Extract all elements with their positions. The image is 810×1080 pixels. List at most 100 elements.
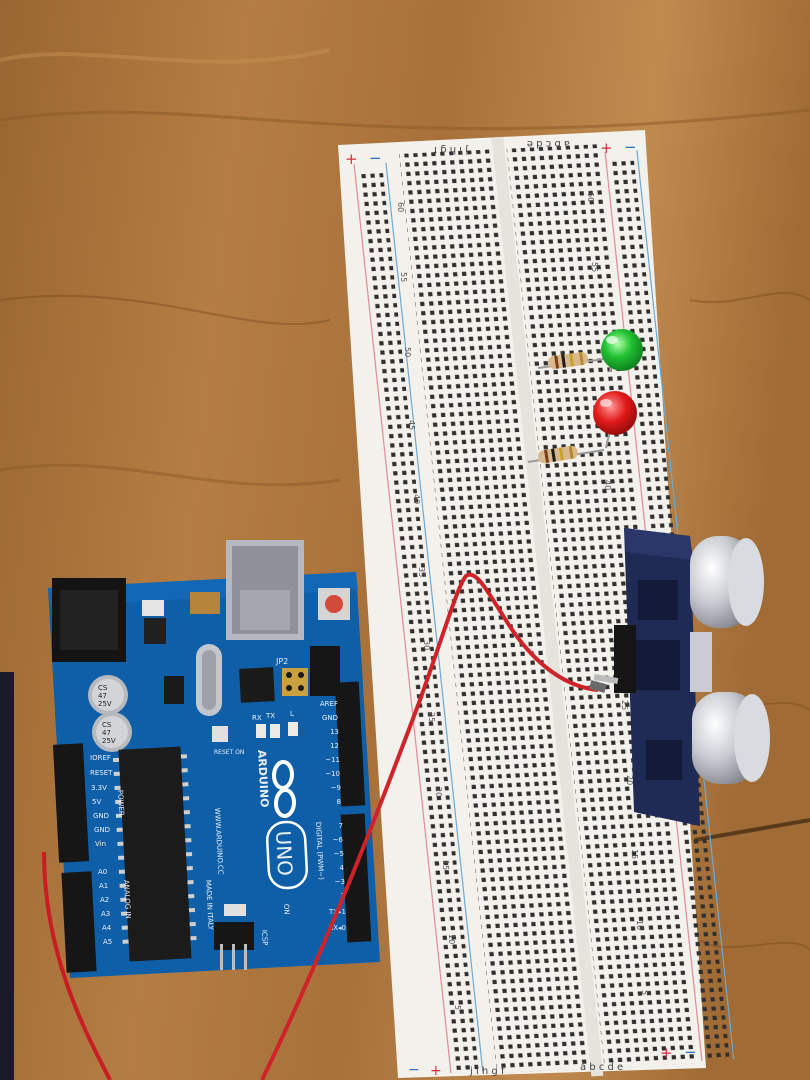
digital-pwm-label: DIGITAL (PWM~) — [314, 822, 325, 881]
row-number: 55 — [590, 262, 599, 272]
pin-label: A4 — [102, 924, 112, 932]
row-number: 45 — [407, 420, 416, 430]
capacitor-label: CS — [102, 721, 112, 729]
crystal-oscillator — [196, 644, 222, 716]
pin-label: RESET — [90, 769, 113, 777]
pin-label: 5V — [92, 798, 101, 806]
top-right-plus: + — [600, 139, 613, 157]
dc-power-jack — [52, 578, 126, 662]
ultrasonic-sensor — [593, 528, 770, 826]
row-number: 50 — [403, 347, 412, 357]
uno-text: UNO — [271, 830, 297, 877]
arduino-website: WWW.ARDUINO.CC — [213, 808, 224, 875]
pin-label: A5 — [103, 938, 112, 946]
analog-in-label: ANALOG IN — [122, 880, 132, 919]
capacitor-top: CS 47 25V — [88, 675, 128, 715]
resistor-bottom — [527, 445, 605, 464]
row-number: 5 — [640, 990, 649, 995]
pin-label: IOREF — [90, 754, 111, 762]
pin-label: 13 — [330, 728, 339, 736]
row-number: 25 — [427, 712, 436, 722]
power-label: POWER — [116, 790, 125, 816]
pin-label: ~5 — [334, 850, 344, 858]
icsp-label: ICSP — [260, 930, 269, 946]
capacitor-label: CS — [98, 684, 108, 692]
arduino-logo: ARDUINO WWW.ARDUINO.CC MADE IN ITALY — [204, 749, 297, 931]
reset-button — [318, 588, 350, 620]
row-number: 35 — [417, 567, 426, 577]
capacitor-label: 47 — [102, 729, 111, 737]
bottom-right-plus: + — [660, 1044, 673, 1062]
red-jumper-wire — [42, 572, 607, 1080]
capacitor-bottom: CS 47 25V — [92, 712, 132, 752]
uno-wordmark: UNO — [265, 820, 309, 890]
capacitor-label: 25V — [98, 700, 112, 708]
pin-label: ~3 — [335, 878, 345, 886]
row-number: 15 — [630, 849, 639, 859]
bottom-columns-left: j i h g f — [469, 1066, 505, 1077]
row-number: 15 — [441, 860, 450, 870]
row-number: 60 — [396, 202, 405, 212]
pin-label: AREF — [320, 700, 338, 708]
row-number: 5 — [453, 1005, 462, 1010]
bottom-left-plus: + — [430, 1063, 442, 1079]
pin-label: A0 — [98, 868, 107, 876]
usb-port — [226, 540, 304, 640]
resistor-top — [537, 351, 613, 369]
icsp-header: ICSP — [214, 922, 269, 970]
led-label-l: L — [290, 710, 294, 718]
led-label-rx: RX — [252, 714, 262, 722]
analog-header — [61, 871, 97, 973]
row-number: 20 — [625, 775, 634, 785]
pin-label: A1 — [99, 882, 108, 890]
row-number: 10 — [635, 920, 644, 930]
pin-label: 8 — [337, 798, 341, 806]
pin-label: RX◂0 — [328, 924, 346, 932]
row-number: 25 — [620, 700, 629, 710]
red-led — [593, 391, 637, 449]
atmega-microcontroller — [112, 746, 197, 962]
pin-label: GND — [93, 812, 109, 820]
capacitor-label: 25V — [102, 737, 116, 745]
arduino-uno-board: CS 47 25V CS 47 25V JP2 TX RX L — [48, 540, 380, 978]
top-right-minus: − — [624, 138, 637, 156]
top-columns-left: j i h g f — [433, 144, 469, 155]
arduino-made-in: MADE IN ITALY — [204, 880, 215, 931]
sensor-header-pins — [593, 625, 636, 693]
green-led — [601, 329, 643, 373]
jp2-label: JP2 — [275, 657, 288, 666]
row-number: 55 — [399, 272, 408, 282]
pin-label: ~6 — [333, 836, 344, 844]
led-label-tx: TX — [265, 712, 275, 720]
on-label: ON — [282, 904, 291, 915]
pin-label: A2 — [100, 896, 109, 904]
jp2-header: JP2 — [275, 657, 308, 696]
pin-label: 4 — [340, 864, 345, 872]
pin-label: ~9 — [331, 784, 341, 792]
arduino-brand: ARDUINO — [255, 749, 271, 807]
top-columns-right: a b c d e — [527, 138, 570, 149]
row-number: 20 — [434, 787, 443, 797]
pin-label: 7 — [339, 822, 343, 830]
pin-label: GND — [322, 714, 338, 722]
pin-label: ~10 — [325, 770, 340, 778]
bottom-columns-right: a b c d e — [580, 1062, 623, 1073]
top-left-minus: − — [369, 149, 382, 167]
transducer-top — [690, 536, 764, 628]
bottom-left-minus: − — [408, 1062, 420, 1078]
top-left-plus: + — [345, 150, 358, 168]
row-number: 40 — [412, 494, 421, 504]
reset-on-label: RESET ON — [214, 749, 244, 756]
pin-label: A3 — [101, 910, 110, 918]
row-number: 30 — [422, 640, 431, 650]
bottom-right-minus: − — [684, 1043, 697, 1061]
row-number: 60 — [586, 192, 595, 202]
pin-label: 12 — [330, 742, 339, 750]
pin-label: Vin — [95, 840, 106, 848]
capacitor-label: 47 — [98, 692, 107, 700]
pin-label: ~11 — [325, 756, 340, 764]
pin-label: GND — [94, 826, 110, 834]
pin-label: 3.3V — [91, 784, 107, 792]
row-number: 10 — [447, 934, 456, 944]
